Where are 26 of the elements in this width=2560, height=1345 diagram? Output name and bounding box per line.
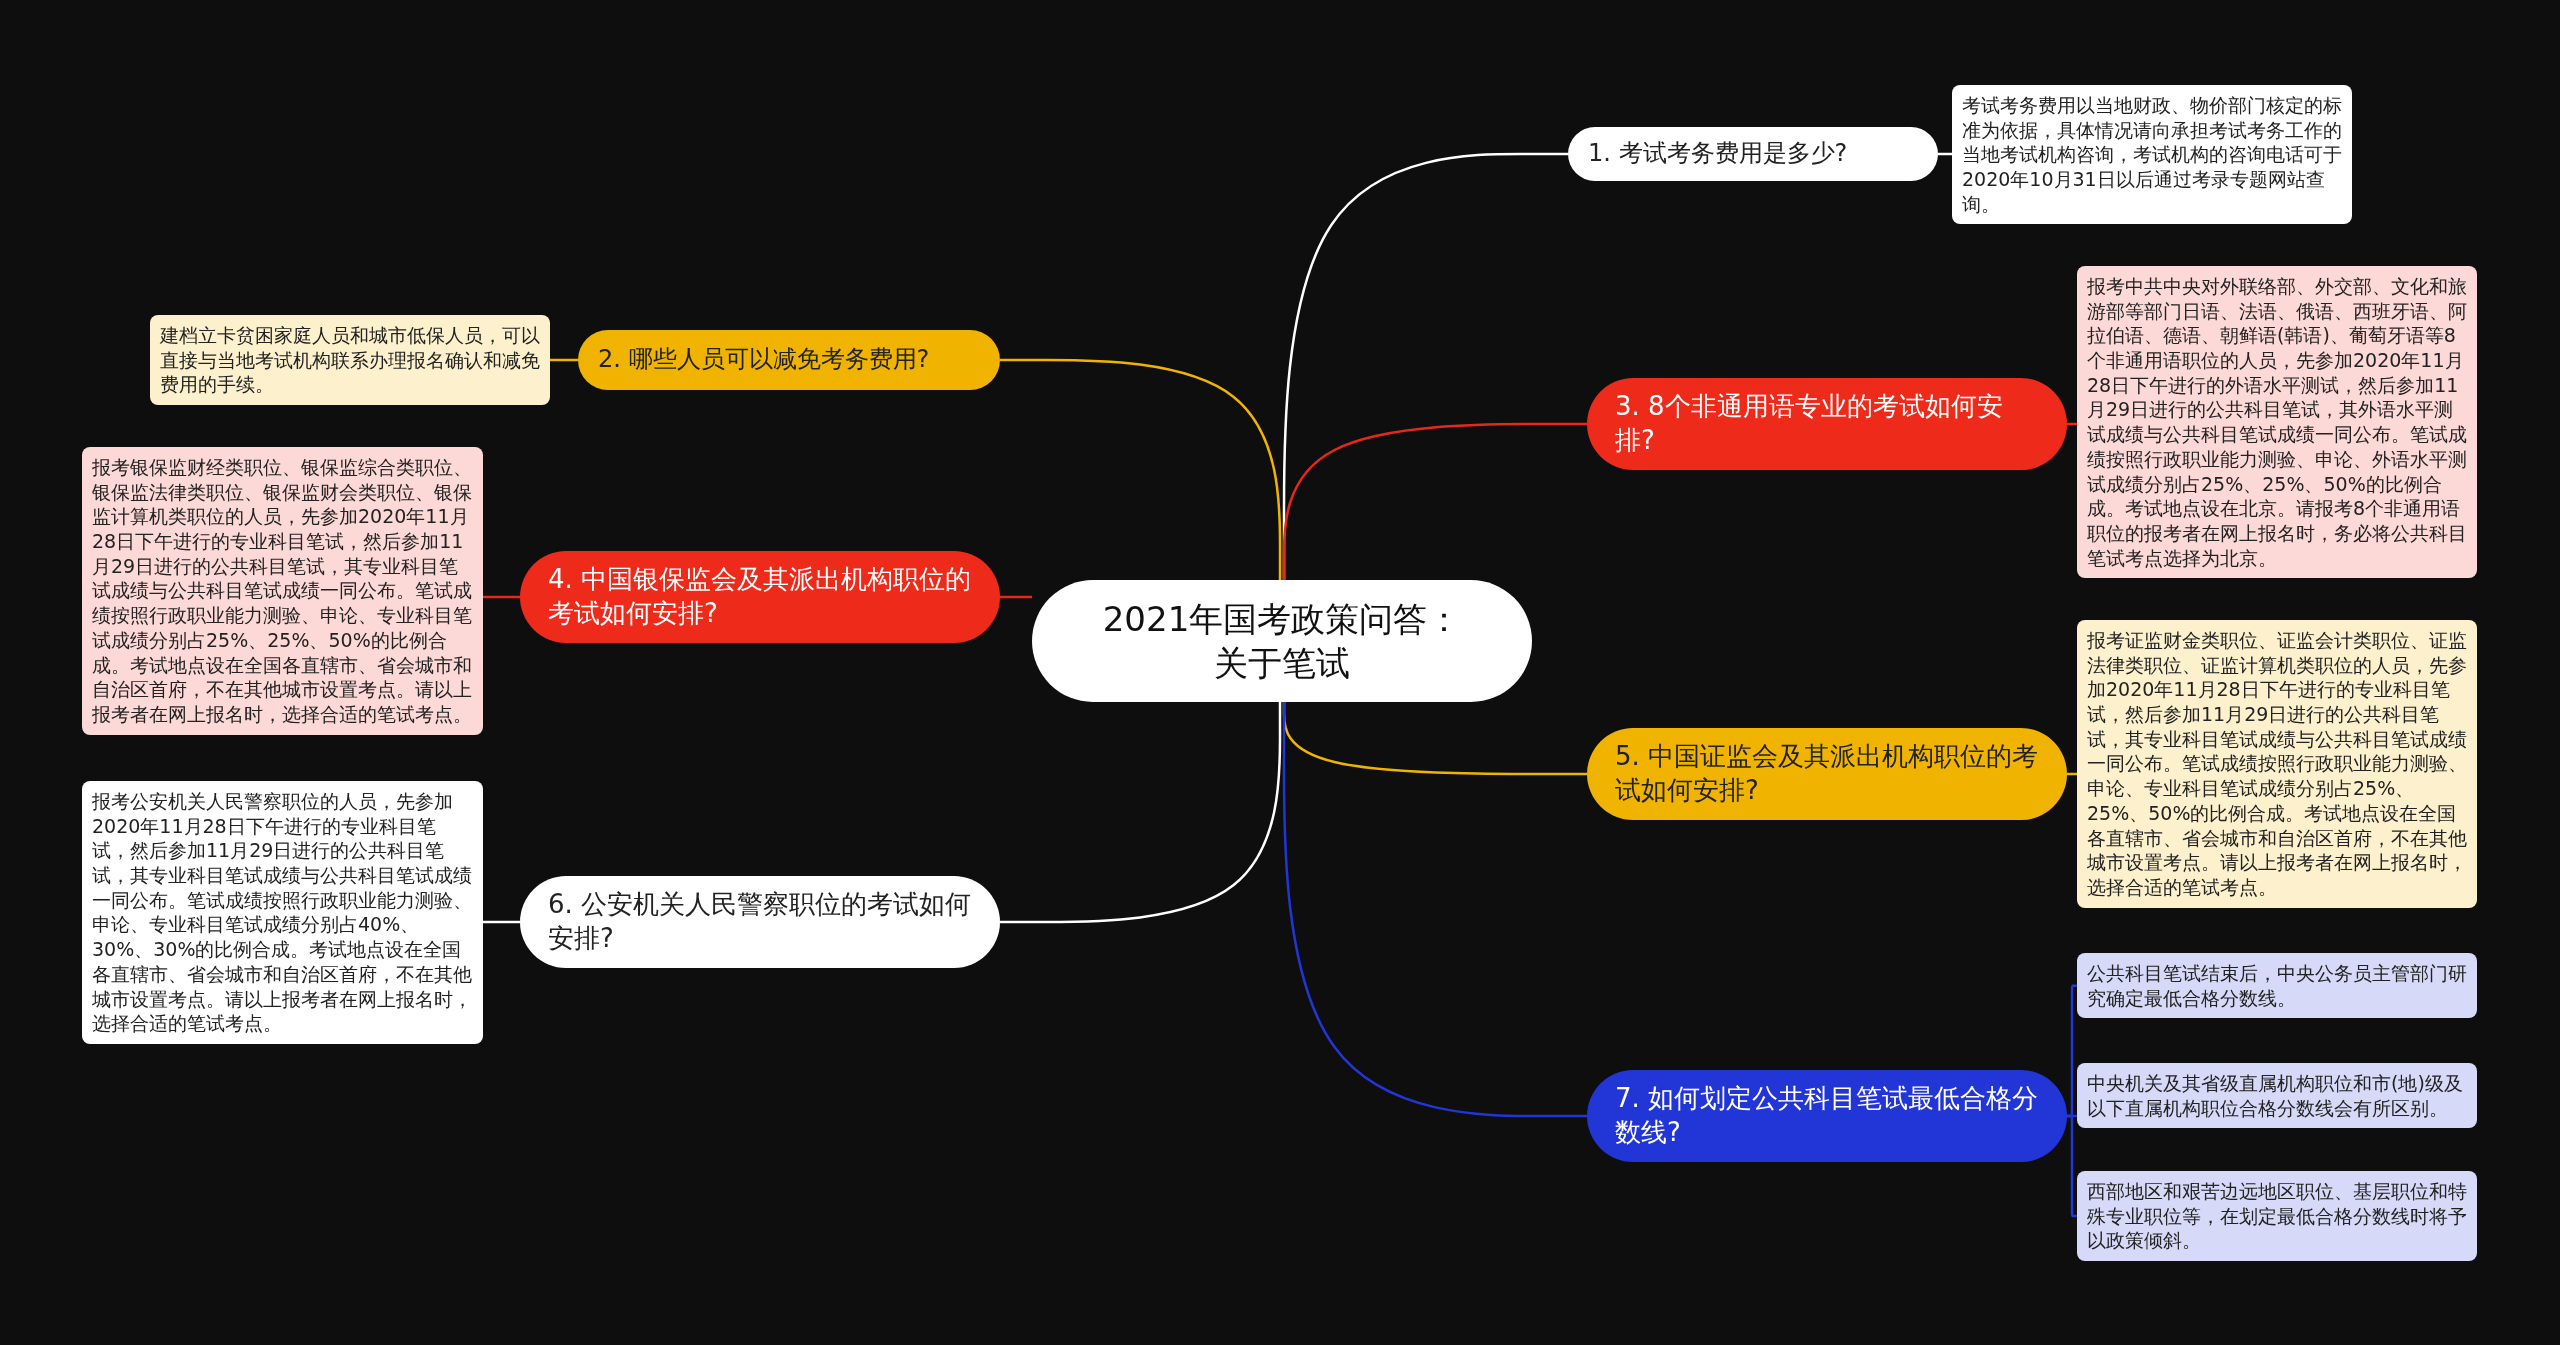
question-node: 5. 中国证监会及其派出机构职位的考试如何安排? [1587,728,2067,820]
answer-note: 报考银保监财经类职位、银保监综合类职位、银保监法律类职位、银保监财会类职位、银保监计算机类职位的人员，先参加2020年11月28日下午进行的专业科目笔试，然后参加11月29日进行的公共科目笔试，其专业科目笔试成绩与公共科目笔试成绩一同公布。笔试成绩按照行政职业能力测验、申论、专业科目笔试成绩分别占25%、25%、50%的比例合成。考试地点设在全国各直辖市、省会城市和自治区首府，不在其他城市设置考点。请以上报考者在网上报名时，选择合适的笔试考点。 [82,447,483,735]
question-node: 1. 考试考务费用是多少? [1568,127,1938,181]
answer-note: 公共科目笔试结束后，中央公务员主管部门研究确定最低合格分数线。 [2077,953,2477,1019]
connector-line [1000,702,1282,924]
question-node: 2. 哪些人员可以减免考务费用? [578,330,1000,390]
connector-line [550,358,578,362]
answer-note: 报考公安机关人民警察职位的人员，先参加2020年11月28日下午进行的专业科目笔试，然后参加11月29日进行的公共科目笔试，其专业科目笔试成绩与公共科目笔试成绩一同公布。笔试成绩按照行政职业能力测验、申论、专业科目笔试成绩分别占40%、30%、30%的比例合成。考试地点设在全国各直辖市、省会城市和自治区首府，不在其他城市设置考点。请以上报考者在网上报名时，选择合适的笔试考点。 [82,781,483,1044]
answer-note: 建档立卡贫困家庭人员和城市低保人员，可以直接与当地考试机构联系办理报名确认和减免费用的手续。 [150,315,550,406]
connector-line [1000,595,1032,599]
question-node: 6. 公安机关人民警察职位的考试如何安排? [520,876,1000,968]
connector-line [1282,422,1587,580]
answer-note: 考试考务费用以当地财政、物价部门核定的标准为依据，具体情况请向承担考试考务工作的当地考试机构咨询，考试机构的咨询电话可于2020年10月31日以后通过考录专题网站查询。 [1952,85,2352,225]
connector-line [483,595,520,599]
question-node: 3. 8个非通用语专业的考试如何安排? [1587,378,2067,470]
central-topic: 2021年国考政策问答：关于笔试 [1032,580,1532,702]
question-node: 7. 如何划定公共科目笔试最低合格分数线? [1587,1070,2067,1162]
connector-line [483,920,520,924]
question-node: 4. 中国银保监会及其派出机构职位的考试如何安排? [520,551,1000,643]
connector-line [2066,1114,2078,1218]
answer-note: 报考证监财金类职位、证监会计类职位、证监法律类职位、证监计算机类职位的人员，先参加2020年11月28日下午进行的专业科目笔试，然后参加11月29日进行的公共科目笔试，其专业科目笔试成绩与公共科目笔试成绩一同公布。笔试成绩按照行政职业能力测验、申论、专业科目笔试成绩分别占25%、25%、50%的比例合成。考试地点设在全国各直辖市、省会城市和自治区首府，不在其他城市设置考点。请以上报考者在网上报名时，选择合适的笔试考点。 [2077,620,2477,908]
answer-note: 中央机关及其省级直属机构职位和市(地)级及以下直属机构职位合格分数线会有所区别。 [2077,1063,2477,1129]
answer-note: 报考中共中央对外联络部、外交部、文化和旅游部等部门日语、法语、俄语、西班牙语、阿拉伯语、德语、朝鲜语(韩语)、葡萄牙语等8个非通用语职位的人员，先参加2020年11月28日下午进行的外语水平测试，然后参加11月29日进行的公共科目笔试，其外语水平测试成绩与公共科目笔试成绩一同公布。笔试成绩按照行政职业能力测验、申论、外语水平测试成绩分别占25%、25%、50%的比例合成。考试地点设在北京。请报考8个非通用语职位的报考者在网上报名时，务必将公共科目笔试考点选择为北京。 [2077,266,2477,579]
connector-line [1282,702,1587,1118]
answer-note: 西部地区和艰苦边远地区职位、基层职位和特殊专业职位等，在划定最低合格分数线时将予以政策倾斜。 [2077,1171,2477,1262]
connector-line [1000,358,1282,580]
